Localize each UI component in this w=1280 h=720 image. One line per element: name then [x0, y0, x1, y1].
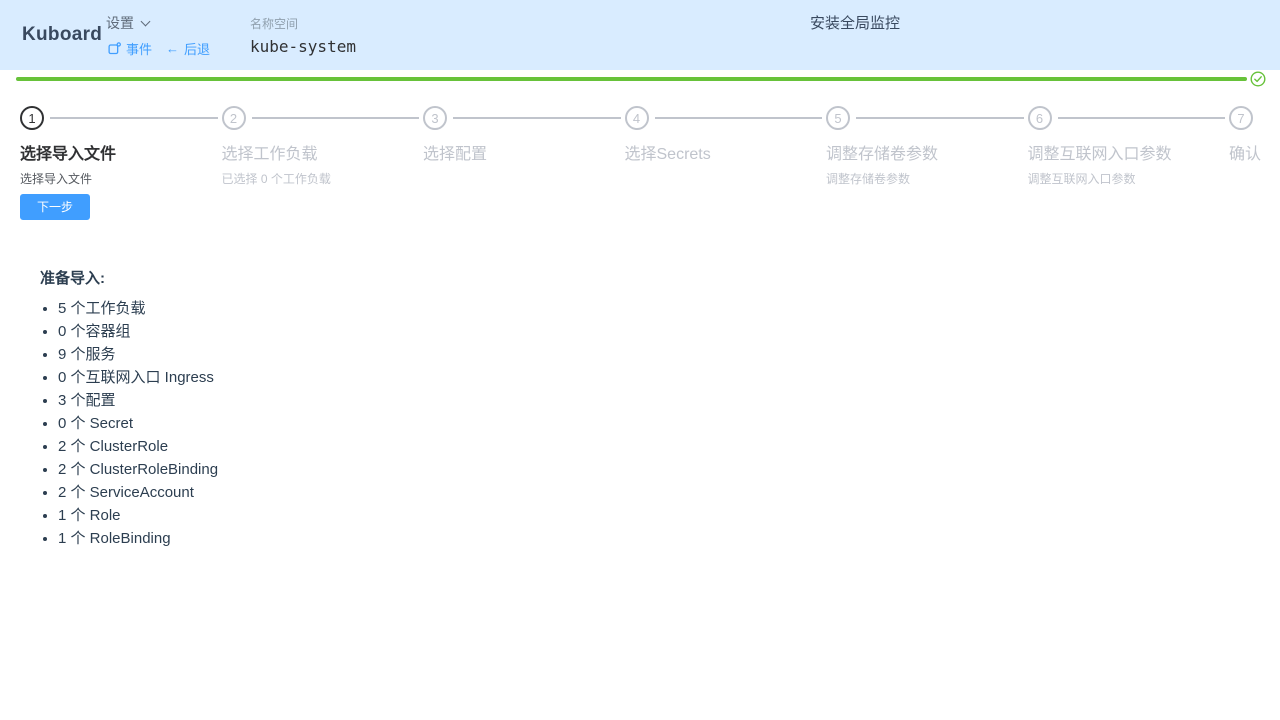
- step-description: 调整存储卷参数: [826, 172, 911, 186]
- app-header: Kuboard 设置 事件 ← 后退 名称空间 kube-system 安装全局…: [0, 0, 1280, 70]
- step-title: 选择配置: [423, 146, 488, 163]
- step-title: 确认: [1229, 146, 1262, 163]
- progress-bar: [16, 77, 1247, 81]
- step-number-badge: 4: [624, 106, 649, 130]
- back-label: 后退: [184, 42, 211, 57]
- import-summary: 准备导入: 5 个工作负载0 个容器组9 个服务0 个互联网入口 Ingress…: [40, 267, 218, 550]
- namespace-value[interactable]: kube-system: [250, 37, 356, 56]
- settings-dropdown[interactable]: 设置: [106, 13, 151, 33]
- kuboard-logo: Kuboard: [22, 24, 103, 45]
- import-item: 2 个 ClusterRole: [58, 435, 218, 458]
- step-description: 选择导入文件: [20, 172, 93, 186]
- step-connector-line: [1057, 117, 1225, 119]
- step-title: 选择工作负载: [221, 146, 318, 163]
- wizard-step-3: 3 选择配置: [423, 106, 625, 187]
- step-connector-line: [856, 117, 1024, 119]
- import-item: 2 个 ServiceAccount: [58, 481, 218, 504]
- import-item: 9 个服务: [58, 343, 218, 366]
- import-item: 2 个 ClusterRoleBinding: [58, 458, 218, 481]
- step-description: 调整互联网入口参数: [1027, 172, 1136, 186]
- step-title: 调整互联网入口参数: [1027, 146, 1172, 163]
- import-item: 0 个 Secret: [58, 412, 218, 435]
- step-description: [423, 170, 625, 184]
- chevron-down-icon: [140, 16, 151, 26]
- step-number-badge: 1: [20, 106, 44, 130]
- back-link[interactable]: ← 后退: [166, 39, 210, 58]
- step-description: [1229, 170, 1261, 184]
- wizard-step-7: 7 确认: [1229, 106, 1261, 187]
- events-link[interactable]: 事件: [108, 39, 152, 58]
- step-title: 选择导入文件: [20, 146, 117, 163]
- step-description: 已选择 0 个工作负载: [221, 172, 331, 186]
- import-item: 1 个 RoleBinding: [58, 527, 218, 550]
- import-item: 0 个容器组: [58, 320, 218, 343]
- events-icon: [108, 42, 121, 55]
- namespace-group: 名称空间 kube-system: [250, 15, 356, 56]
- wizard-step-2: 2 选择工作负载已选择 0 个工作负载: [221, 106, 424, 187]
- success-check-icon: [1250, 71, 1266, 87]
- import-item: 0 个互联网入口 Ingress: [58, 366, 218, 389]
- step-number-badge: 3: [423, 106, 447, 130]
- step-title: 选择Secrets: [624, 146, 711, 163]
- menu-item-install-monitor[interactable]: 安装全局监控: [810, 15, 901, 32]
- step-title: 调整存储卷参数: [826, 146, 939, 163]
- step-description: [625, 170, 827, 184]
- events-label: 事件: [126, 42, 153, 57]
- step-number-badge: 6: [1027, 106, 1052, 130]
- wizard-step-4: 4 选择Secrets: [624, 106, 827, 187]
- import-item: 3 个配置: [58, 389, 218, 412]
- next-step-button[interactable]: 下一步: [20, 194, 91, 220]
- step-connector-line: [251, 117, 419, 119]
- step-connector-line: [654, 117, 822, 119]
- settings-label: 设置: [106, 15, 134, 31]
- import-item: 5 个工作负载: [58, 297, 218, 320]
- namespace-label: 名称空间: [250, 17, 299, 31]
- import-summary-heading: 准备导入:: [40, 270, 105, 287]
- back-arrow-icon: ←: [166, 41, 180, 56]
- step-connector-line: [453, 117, 621, 119]
- header-subnav: 事件 ← 后退: [108, 39, 210, 58]
- step-number-badge: 2: [221, 106, 246, 130]
- step-number-badge: 7: [1229, 106, 1253, 130]
- step-number-badge: 5: [826, 106, 850, 130]
- import-summary-list: 5 个工作负载0 个容器组9 个服务0 个互联网入口 Ingress3 个配置0…: [40, 297, 218, 550]
- import-item: 1 个 Role: [58, 504, 218, 527]
- step-connector-line: [50, 117, 218, 119]
